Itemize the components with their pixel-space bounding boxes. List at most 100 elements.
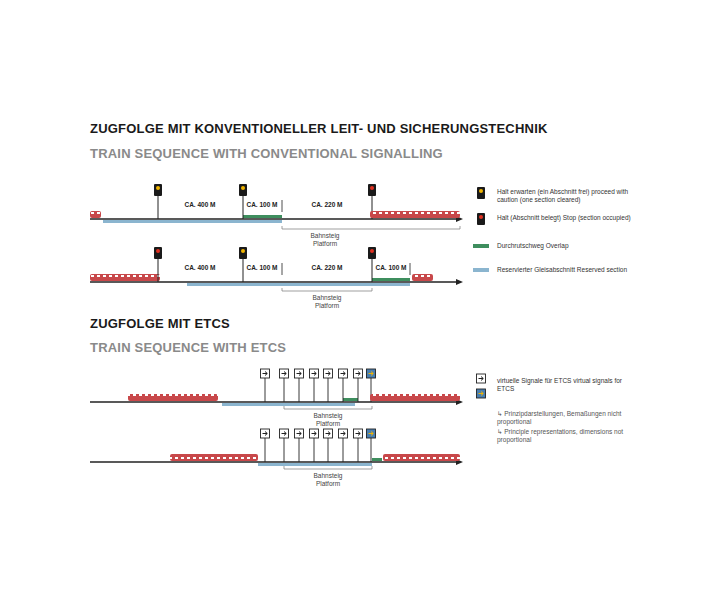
virtual-signal-pole <box>299 378 300 402</box>
virtual-signal-box <box>261 369 270 378</box>
virtual-signal-box <box>354 429 363 438</box>
track-line <box>90 218 456 219</box>
virtual-signal-pole <box>358 438 359 462</box>
virtual-signal-arrow <box>481 392 483 396</box>
virtual-signal-arrow <box>314 432 316 436</box>
virtual-signal-box <box>280 429 289 438</box>
legend-text: Halt (Abschnitt belegt) Stop (section oc… <box>497 214 637 222</box>
virtual-signal-arrow <box>265 432 267 436</box>
virtual-signal-arrow <box>481 377 483 381</box>
virtual-signal-arrow <box>343 432 345 436</box>
signal-pole <box>243 259 244 282</box>
virtual-signal-box <box>310 429 319 438</box>
signal-head <box>368 184 376 196</box>
section-title: ZUGFOLGE MIT ETCS <box>90 316 230 332</box>
virtual-signal-arrow <box>343 372 345 376</box>
signal-pole <box>158 196 159 219</box>
dimension-tick <box>282 263 283 275</box>
signal-head <box>239 184 247 196</box>
platform-label: Platform <box>316 420 340 428</box>
dimension-label: CA. 100 M <box>246 201 277 209</box>
platform-label: Bahnsteig <box>313 294 342 302</box>
virtual-signal-box <box>310 369 319 378</box>
virtual-signal-pole <box>284 438 285 462</box>
virtual-signal-box <box>280 369 289 378</box>
dimension-tick <box>282 200 283 212</box>
virtual-signal-box <box>295 369 304 378</box>
virtual-signal-arrow <box>284 372 286 376</box>
virtual-signal-pole <box>328 438 329 462</box>
track-line <box>90 281 456 282</box>
virtual-signal-arrow <box>358 372 360 376</box>
train <box>412 274 433 281</box>
track-arrow <box>456 279 463 285</box>
virtual-signal-arrow <box>371 372 373 376</box>
train <box>170 454 258 461</box>
overlap <box>372 458 382 461</box>
virtual-signal-pole <box>371 438 372 462</box>
platform-bracket <box>282 226 460 229</box>
virtual-signal-arrow <box>299 372 301 376</box>
signal-head <box>154 247 162 259</box>
overlap <box>243 215 282 218</box>
virtual-signal-box <box>367 429 376 438</box>
signal-head <box>239 247 247 259</box>
virtual-signal-pole <box>343 438 344 462</box>
train <box>128 394 218 401</box>
virtual-signal-arrow <box>371 432 373 436</box>
signal-lamp <box>370 249 374 253</box>
signal-lamp <box>156 249 160 253</box>
virtual-signal-arrow <box>328 432 330 436</box>
platform-label: Bahnsteig <box>314 472 343 480</box>
legend-text: virtuelle Signale für ETCS virtual signa… <box>497 377 637 393</box>
train <box>383 454 460 461</box>
platform-bracket <box>284 466 372 469</box>
legend-text: Durchrutschweg Overlap <box>497 242 637 250</box>
virtual-signal-box <box>295 429 304 438</box>
signal-lamp <box>241 249 245 253</box>
virtual-signal-arrow <box>314 372 316 376</box>
legend-text: Halt erwarten (ein Abschnitt frei) proce… <box>497 188 637 204</box>
virtual-signal-arrow <box>328 372 330 376</box>
virtual-signal-arrow <box>299 432 301 436</box>
signal-pole <box>158 259 159 282</box>
reserved-section <box>187 283 410 286</box>
reserved-section <box>222 403 355 406</box>
track-line <box>90 461 456 462</box>
train <box>90 211 101 218</box>
note-text: ↳ Prinzipdarstellungen, Bemaßungen nicht… <box>497 410 632 426</box>
legend-swatch <box>473 244 489 248</box>
virtual-signal-box <box>261 429 270 438</box>
dimension-tick <box>410 263 411 275</box>
virtual-signal-box <box>354 369 363 378</box>
reserved-section <box>258 463 372 466</box>
virtual-signal-box <box>324 429 333 438</box>
virtual-signal-pole <box>265 438 266 462</box>
virtual-signal-box <box>324 369 333 378</box>
virtual-signal-box <box>339 429 348 438</box>
legend-swatch <box>473 268 489 272</box>
signal-lamp <box>479 189 483 193</box>
section-title: ZUGFOLGE MIT KONVENTIONELLER LEIT- UND S… <box>90 121 548 137</box>
virtual-signal-box <box>367 369 376 378</box>
dimension-label: CA. 100 M <box>375 264 406 272</box>
dimension-label: CA. 400 M <box>184 201 215 209</box>
note-text: ↳ Principle representations, dimensions … <box>497 428 632 444</box>
virtual-signal-pole <box>314 438 315 462</box>
section-subtitle: TRAIN SEQUENCE WITH CONVENTIONAL SIGNALL… <box>90 146 443 162</box>
virtual-signal-box <box>477 374 486 383</box>
virtual-signal-pole <box>358 378 359 402</box>
signal-lamp <box>241 186 245 190</box>
virtual-signal-arrow <box>358 432 360 436</box>
signal-lamp <box>479 215 483 219</box>
signal-head <box>477 187 485 199</box>
virtual-signal-box <box>339 369 348 378</box>
legend-text: Reservierter Gleisabschnitt Reserved sec… <box>497 266 637 274</box>
signal-lamp <box>156 186 160 190</box>
virtual-signal-pole <box>343 378 344 402</box>
platform-label: Platform <box>315 302 339 310</box>
virtual-signal-pole <box>284 378 285 402</box>
virtual-signal-box <box>477 389 486 398</box>
signal-head <box>368 247 376 259</box>
